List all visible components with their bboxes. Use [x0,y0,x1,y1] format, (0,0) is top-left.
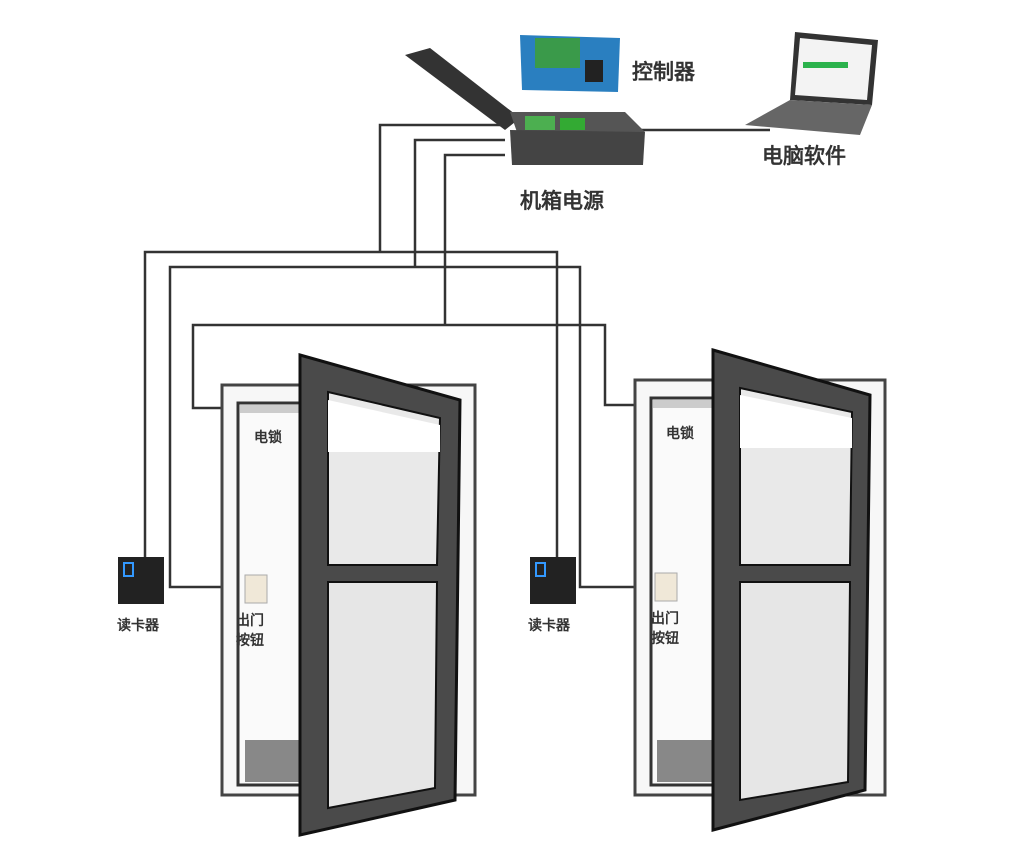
door-1 [118,353,477,837]
electric-lock-1 [240,405,300,413]
wiring [143,123,770,589]
electric-lock-label-2: 电锁 [666,426,694,442]
card-reader-label-1: 读卡器 [117,618,159,634]
exit-button-label-2a: 出门 [651,611,679,627]
exit-button-label-2b: 按钮 [651,631,679,647]
controller-label: 控制器 [632,60,695,84]
door-2 [530,348,887,832]
laptop [745,32,878,135]
card-reader-2 [530,557,576,604]
controller-board [520,35,620,92]
exit-button-2 [654,572,678,602]
card-reader-label-2: 读卡器 [528,618,570,634]
exit-button-label-1b: 按钮 [236,633,264,649]
electric-lock-2 [653,400,713,408]
exit-button-wire [168,138,635,589]
electric-lock-label-1: 电锁 [254,430,282,446]
lock-wire [191,153,635,410]
card-reader-1 [118,557,164,604]
exit-button-1 [244,574,268,604]
reader-wire [143,123,559,560]
computer-software-label: 电脑软件 [762,144,846,168]
exit-button-label-1a: 出门 [236,613,264,629]
chassis-power-label: 机箱电源 [520,189,604,213]
chassis-power-box [405,48,645,165]
